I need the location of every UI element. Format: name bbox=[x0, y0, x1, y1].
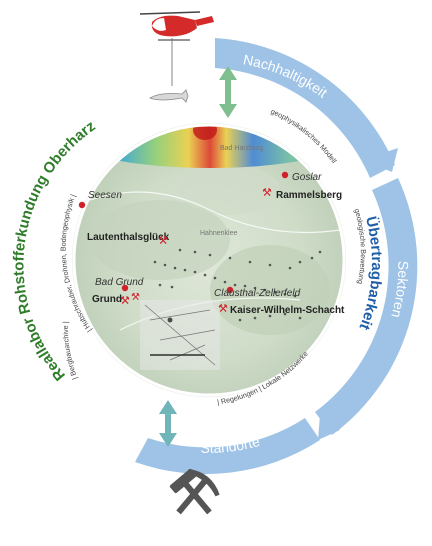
town-clausthal: Clausthal-Zellerfeld bbox=[214, 286, 301, 299]
sensor-bird-icon bbox=[149, 89, 189, 103]
outer-ring bbox=[135, 38, 418, 475]
helicopter-icon bbox=[139, 11, 214, 103]
mine-marker-icon: ⚒ bbox=[131, 292, 140, 303]
ring-notch bbox=[362, 148, 398, 172]
site-grund: Grund ⚒ ⚒ bbox=[92, 292, 140, 307]
ring-notch bbox=[318, 415, 340, 440]
svg-text:Seesen: Seesen bbox=[88, 190, 122, 201]
geophysics-heatmap bbox=[75, 125, 344, 168]
svg-text:Goslar: Goslar bbox=[292, 172, 322, 183]
ring-segment-nachhaltigkeit bbox=[215, 38, 395, 178]
ring-segment-standorte bbox=[135, 418, 320, 475]
site-rammelsberg: ⚒ Rammelsberg bbox=[262, 186, 342, 201]
double-arrow-bottom bbox=[159, 400, 177, 447]
map-road bbox=[89, 191, 341, 234]
town-seesen: Seesen bbox=[78, 190, 122, 209]
map-circle bbox=[72, 123, 346, 397]
site-kaiser-wilhelm: ⚒ Kaiser-Wilhelm-Schacht bbox=[218, 302, 345, 316]
hammer-and-pick-icon bbox=[169, 468, 220, 515]
map-faint-label: Hahnenklee bbox=[200, 230, 237, 237]
map-faint-label: Bad Harzburg bbox=[220, 145, 263, 152]
mine-plan-overlay bbox=[140, 300, 220, 370]
ring-segment-sektoren bbox=[315, 178, 418, 435]
town-goslar: Goslar bbox=[281, 171, 322, 183]
mining-veins bbox=[153, 248, 322, 322]
mine-marker-icon: ⚒ bbox=[158, 234, 168, 247]
site-lautenthal: Lautenthalsglück ⚒ bbox=[87, 232, 170, 247]
svg-text:Rammelsberg: Rammelsberg bbox=[276, 190, 342, 201]
mine-marker-icon: ⚒ bbox=[120, 294, 130, 307]
svg-text:Clausthal-Zellerfeld: Clausthal-Zellerfeld bbox=[214, 288, 301, 299]
mine-marker-icon: ⚒ bbox=[218, 302, 228, 315]
town-bad-grund: Bad Grund bbox=[95, 277, 144, 292]
mine-marker-icon: ⚒ bbox=[262, 186, 272, 199]
svg-text:Grund: Grund bbox=[92, 294, 122, 305]
svg-text:Kaiser-Wilhelm-Schacht: Kaiser-Wilhelm-Schacht bbox=[230, 305, 345, 316]
double-arrow-top bbox=[219, 66, 237, 118]
svg-text:Lautenthalsglück: Lautenthalsglück bbox=[87, 232, 170, 243]
svg-text:Bad Grund: Bad Grund bbox=[95, 277, 144, 288]
